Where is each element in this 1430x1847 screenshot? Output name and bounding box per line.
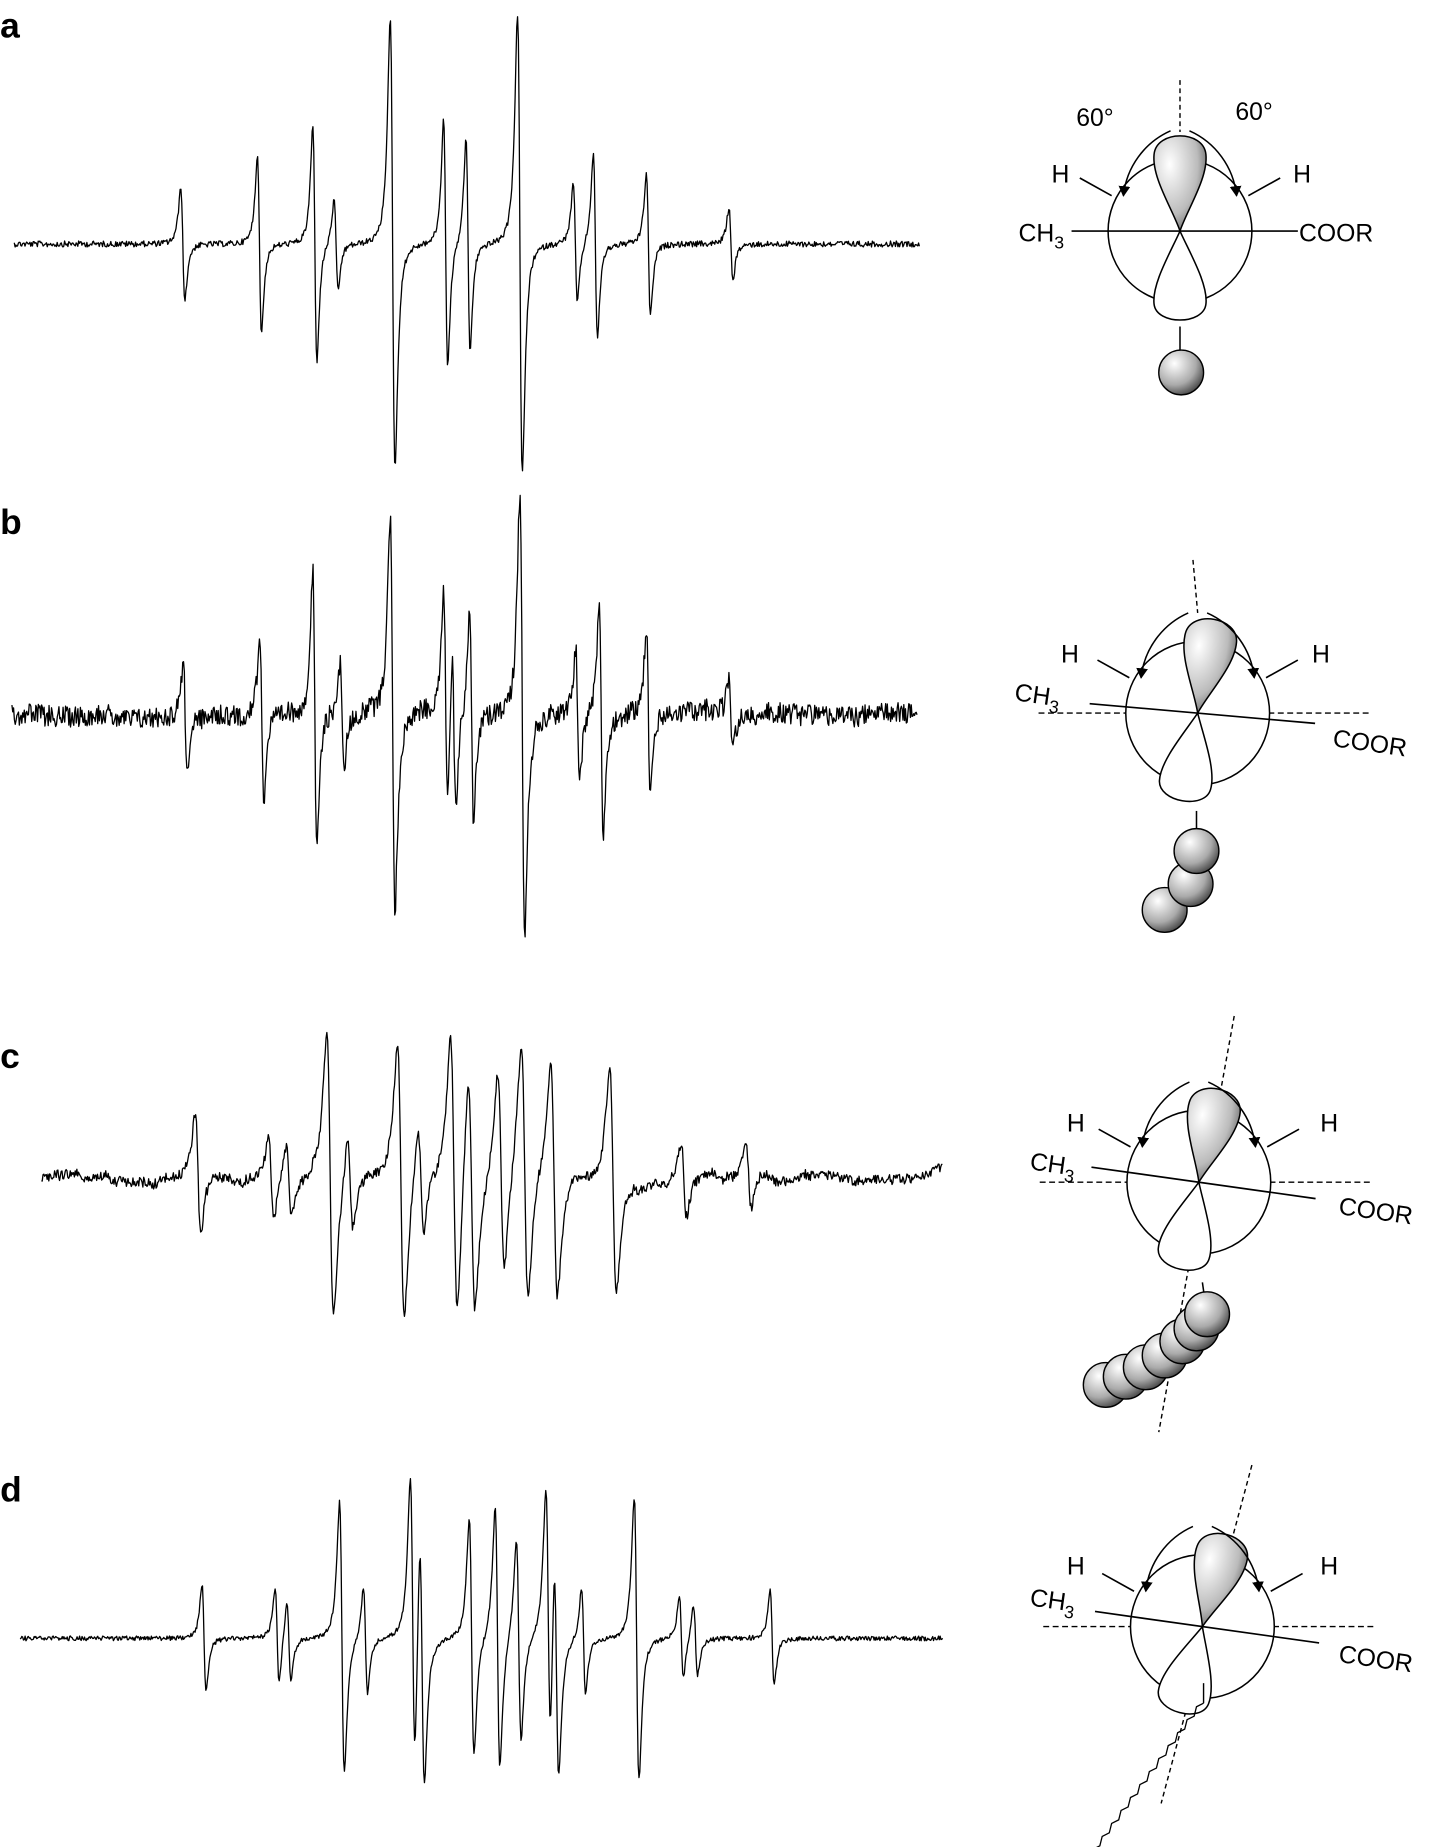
h-label-right-c: H <box>1320 1111 1338 1138</box>
spectrum-c <box>41 1031 943 1318</box>
p-orbital <box>1158 618 1238 803</box>
rotation-arrow-right <box>1189 130 1242 197</box>
h-label-right-a: H <box>1293 162 1311 189</box>
rotation-arrow-right <box>1206 612 1260 679</box>
h-label-left-d: H <box>1067 1554 1085 1581</box>
polymer-unit-ball <box>1183 1291 1231 1338</box>
angle-label-left-a: 60° <box>1076 105 1113 132</box>
zigzag-polymer-chain <box>1096 1702 1204 1847</box>
polymer-unit-ball <box>1173 827 1220 875</box>
bonds <box>1089 702 1316 725</box>
newman-projection-d <box>1043 1464 1376 1804</box>
rotation-arrow-left <box>1118 130 1171 197</box>
coor-label-c: COOR <box>1337 1193 1414 1230</box>
coor-label-b: COOR <box>1331 725 1408 762</box>
newman-projection-b <box>1038 559 1371 803</box>
h-bond-left <box>1098 1128 1131 1148</box>
coor-label-d: COOR <box>1337 1641 1414 1678</box>
ch3-label-c: CH3 <box>1028 1148 1078 1186</box>
upper-lobe-shaded <box>1153 135 1207 234</box>
lobe-axis-dashed-line <box>1192 559 1199 613</box>
coor-label-a: COOR <box>1299 221 1373 248</box>
h-bond-left <box>1097 659 1130 679</box>
h-label-right-b: H <box>1312 641 1330 668</box>
bonds <box>1091 1166 1316 1200</box>
bonds <box>1094 1610 1320 1644</box>
spectrum-a <box>13 16 921 472</box>
panel-label-a: a <box>0 7 20 46</box>
ch3-label-d: CH3 <box>1028 1585 1078 1623</box>
h-label-left-c: H <box>1067 1111 1085 1138</box>
polymer-unit-ball <box>1158 349 1205 396</box>
h-bond-left <box>1101 1572 1135 1592</box>
ch3-coor-bond <box>1094 1610 1320 1644</box>
lobe-axis-dashed-line <box>1158 1015 1235 1433</box>
esr-spectra <box>11 16 944 1784</box>
spectrum-b <box>11 494 918 938</box>
lower-lobe <box>1153 229 1207 321</box>
h-bond-right <box>1270 1572 1303 1592</box>
rotation-arrow-right <box>1207 1081 1261 1149</box>
p-orbital <box>1157 1087 1241 1271</box>
h-bond-right <box>1266 1128 1300 1148</box>
ch3-coor-bond <box>1091 1166 1316 1200</box>
spectrum-d <box>19 1478 944 1784</box>
h-bond-left <box>1079 177 1113 197</box>
panel-label-c: c <box>0 1037 20 1076</box>
panel-label-d: d <box>0 1471 22 1510</box>
ch3-label-b: CH3 <box>1012 679 1062 717</box>
rotation-arrow-left <box>1136 612 1189 679</box>
h-label-right-d: H <box>1320 1554 1338 1581</box>
upper-lobe-shaded <box>1186 1087 1241 1185</box>
lower-lobe <box>1157 1180 1212 1271</box>
angle-label-right-a: 60° <box>1235 99 1272 126</box>
panel-label-b: b <box>0 503 22 542</box>
p-orbital <box>1157 1532 1249 1715</box>
h-label-left-b: H <box>1061 641 1079 668</box>
newman-projection-c <box>1039 1015 1373 1433</box>
rotation-arrow-left <box>1137 1081 1190 1149</box>
lower-lobe <box>1158 711 1213 803</box>
h-bond-right <box>1247 177 1281 197</box>
newman-projection-a <box>1071 80 1298 321</box>
rotation-arrow-left <box>1140 1525 1194 1593</box>
lower-lobe <box>1157 1624 1212 1715</box>
rotation-arrow-right <box>1211 1525 1264 1593</box>
ch3-coor-bond <box>1089 702 1316 725</box>
newman-projections <box>1038 80 1376 1847</box>
upper-lobe-shaded <box>1183 618 1238 716</box>
ch3-label-a: CH3 <box>1019 221 1065 253</box>
h-bond-right <box>1265 659 1299 679</box>
h-label-left-a: H <box>1052 162 1070 189</box>
p-orbital <box>1153 135 1207 321</box>
